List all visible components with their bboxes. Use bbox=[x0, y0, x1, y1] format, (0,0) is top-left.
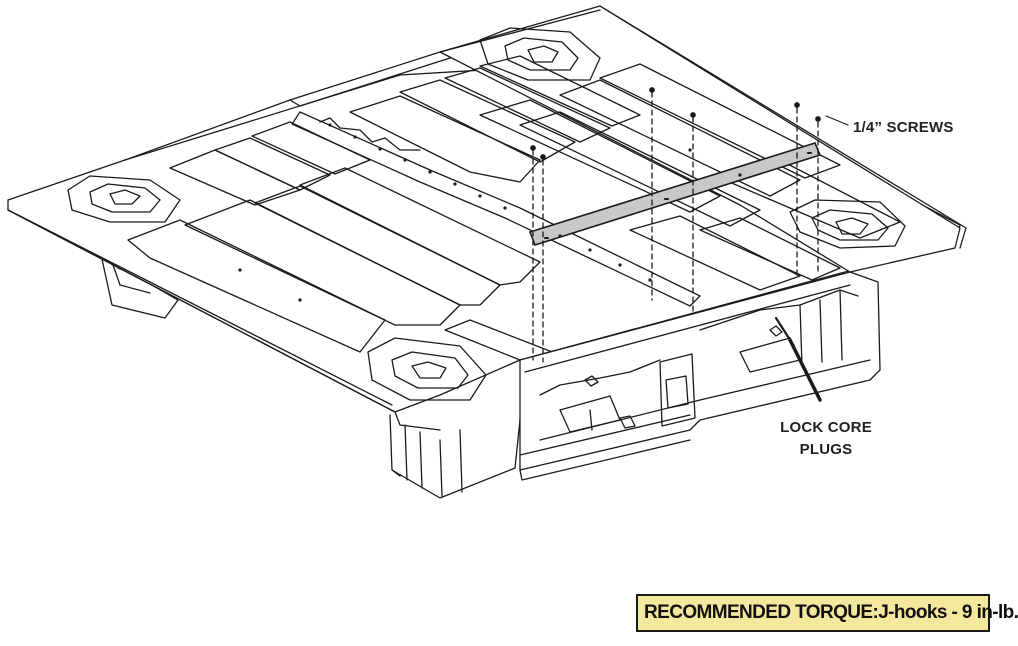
drawer-system-illustration: 1/4” SCREWS LOCK CORE PLUGS bbox=[7, 5, 967, 499]
deck-holes bbox=[238, 123, 742, 302]
torque-note: RECOMMENDED TORQUE: J-hooks - 9 in-lb. bbox=[636, 594, 1018, 632]
torque-label: RECOMMENDED TORQUE: bbox=[644, 602, 879, 623]
screws-callout: 1/4” SCREWS bbox=[853, 119, 954, 136]
installation-diagram: 1/4” SCREWS LOCK CORE PLUGS bbox=[7, 5, 967, 499]
tie-down-pocket-right bbox=[789, 199, 906, 249]
tie-down-pocket-front bbox=[367, 337, 487, 401]
tie-down-pocket-left bbox=[67, 175, 181, 223]
tie-down-pocket-rear bbox=[479, 27, 601, 81]
screws bbox=[530, 87, 821, 160]
screw-guide-lines bbox=[532, 91, 819, 363]
deck-right-section bbox=[439, 5, 967, 273]
right-drawer-housing bbox=[519, 271, 881, 481]
torque-value: J-hooks - 9 in-lb. bbox=[878, 602, 1018, 623]
lock-core-callout-line1: LOCK CORE bbox=[780, 419, 872, 436]
lock-core-callout-line2: PLUGS bbox=[800, 441, 853, 458]
